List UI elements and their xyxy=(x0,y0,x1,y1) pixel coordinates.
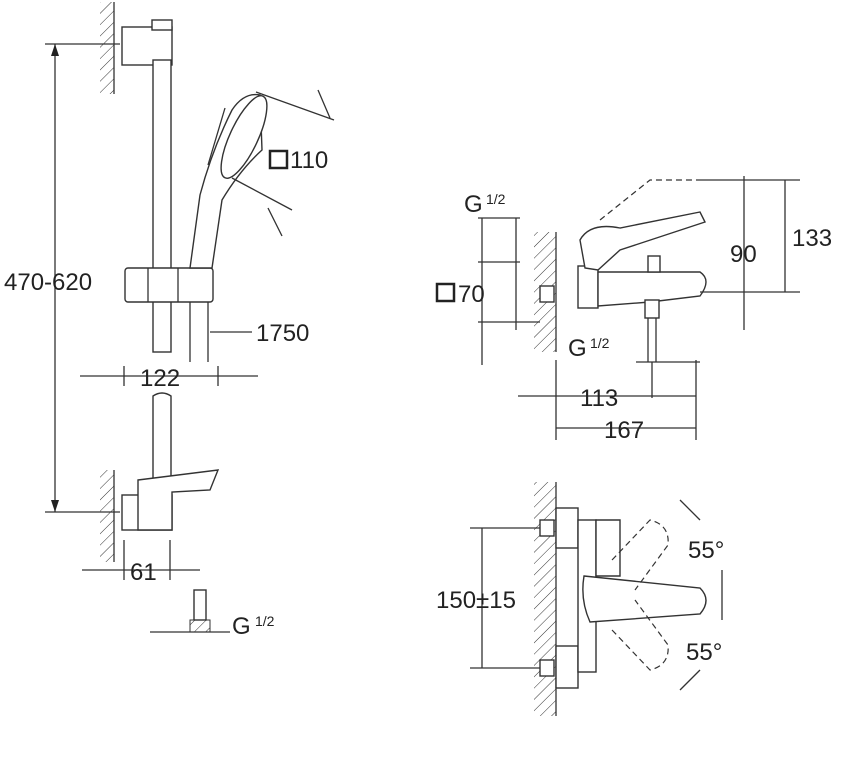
slider-offset-label: 122 xyxy=(140,365,180,392)
spout-projection-label: 113 xyxy=(580,385,618,412)
height-spout-label: 90 xyxy=(730,241,757,268)
rail-height-label: 470-620 xyxy=(4,269,92,296)
hose xyxy=(189,302,209,362)
head-size-label: 110 xyxy=(290,147,328,174)
side-labels: G 1/2 70 G 1/2 133 90 113 167 xyxy=(435,191,832,444)
wall-hatch-front xyxy=(534,482,556,716)
height-total-label: 133 xyxy=(792,225,832,252)
hose-end-fitting xyxy=(189,589,211,633)
angle-up-label: 55° xyxy=(688,537,724,564)
overall-projection-label: 167 xyxy=(604,417,644,444)
side-dimensions xyxy=(478,176,800,440)
hose-thread-label: G xyxy=(232,613,251,640)
mixer-front-view xyxy=(534,482,707,716)
hand-shower xyxy=(189,93,268,269)
outlet-thread-frac: 1/2 xyxy=(590,335,610,351)
left-labels: 470-620 110 1750 122 61 G 1/2 xyxy=(4,147,328,640)
wall-depth-label: 61 xyxy=(130,559,157,586)
inlet-centers-label: 150±15 xyxy=(436,587,516,614)
upper-bracket xyxy=(121,26,173,66)
mixer-body-side xyxy=(597,271,707,307)
square-icon xyxy=(268,149,289,170)
hose-thread-frac: 1/2 xyxy=(255,613,275,629)
front-labels: 150±15 55° 55° xyxy=(436,537,724,666)
upper-wall-hatch xyxy=(100,2,114,94)
angle-down-label: 55° xyxy=(686,639,722,666)
lever-front xyxy=(582,575,707,623)
mixer-side-view xyxy=(534,179,707,362)
rail-upper xyxy=(152,59,172,353)
outlet-thread-label: G xyxy=(568,335,587,362)
front-dimensions xyxy=(470,499,723,691)
hose-length-label: 1750 xyxy=(256,320,309,347)
inlet-thread-frac: 1/2 xyxy=(486,191,506,207)
lower-wall-hatch xyxy=(100,470,114,562)
shower-rail-set xyxy=(100,2,268,633)
square-icon xyxy=(435,282,456,303)
slider xyxy=(124,267,214,303)
inlet-thread-label: G xyxy=(464,191,483,218)
flange-size-label: 70 xyxy=(458,281,485,308)
left-dimensions xyxy=(45,43,335,633)
